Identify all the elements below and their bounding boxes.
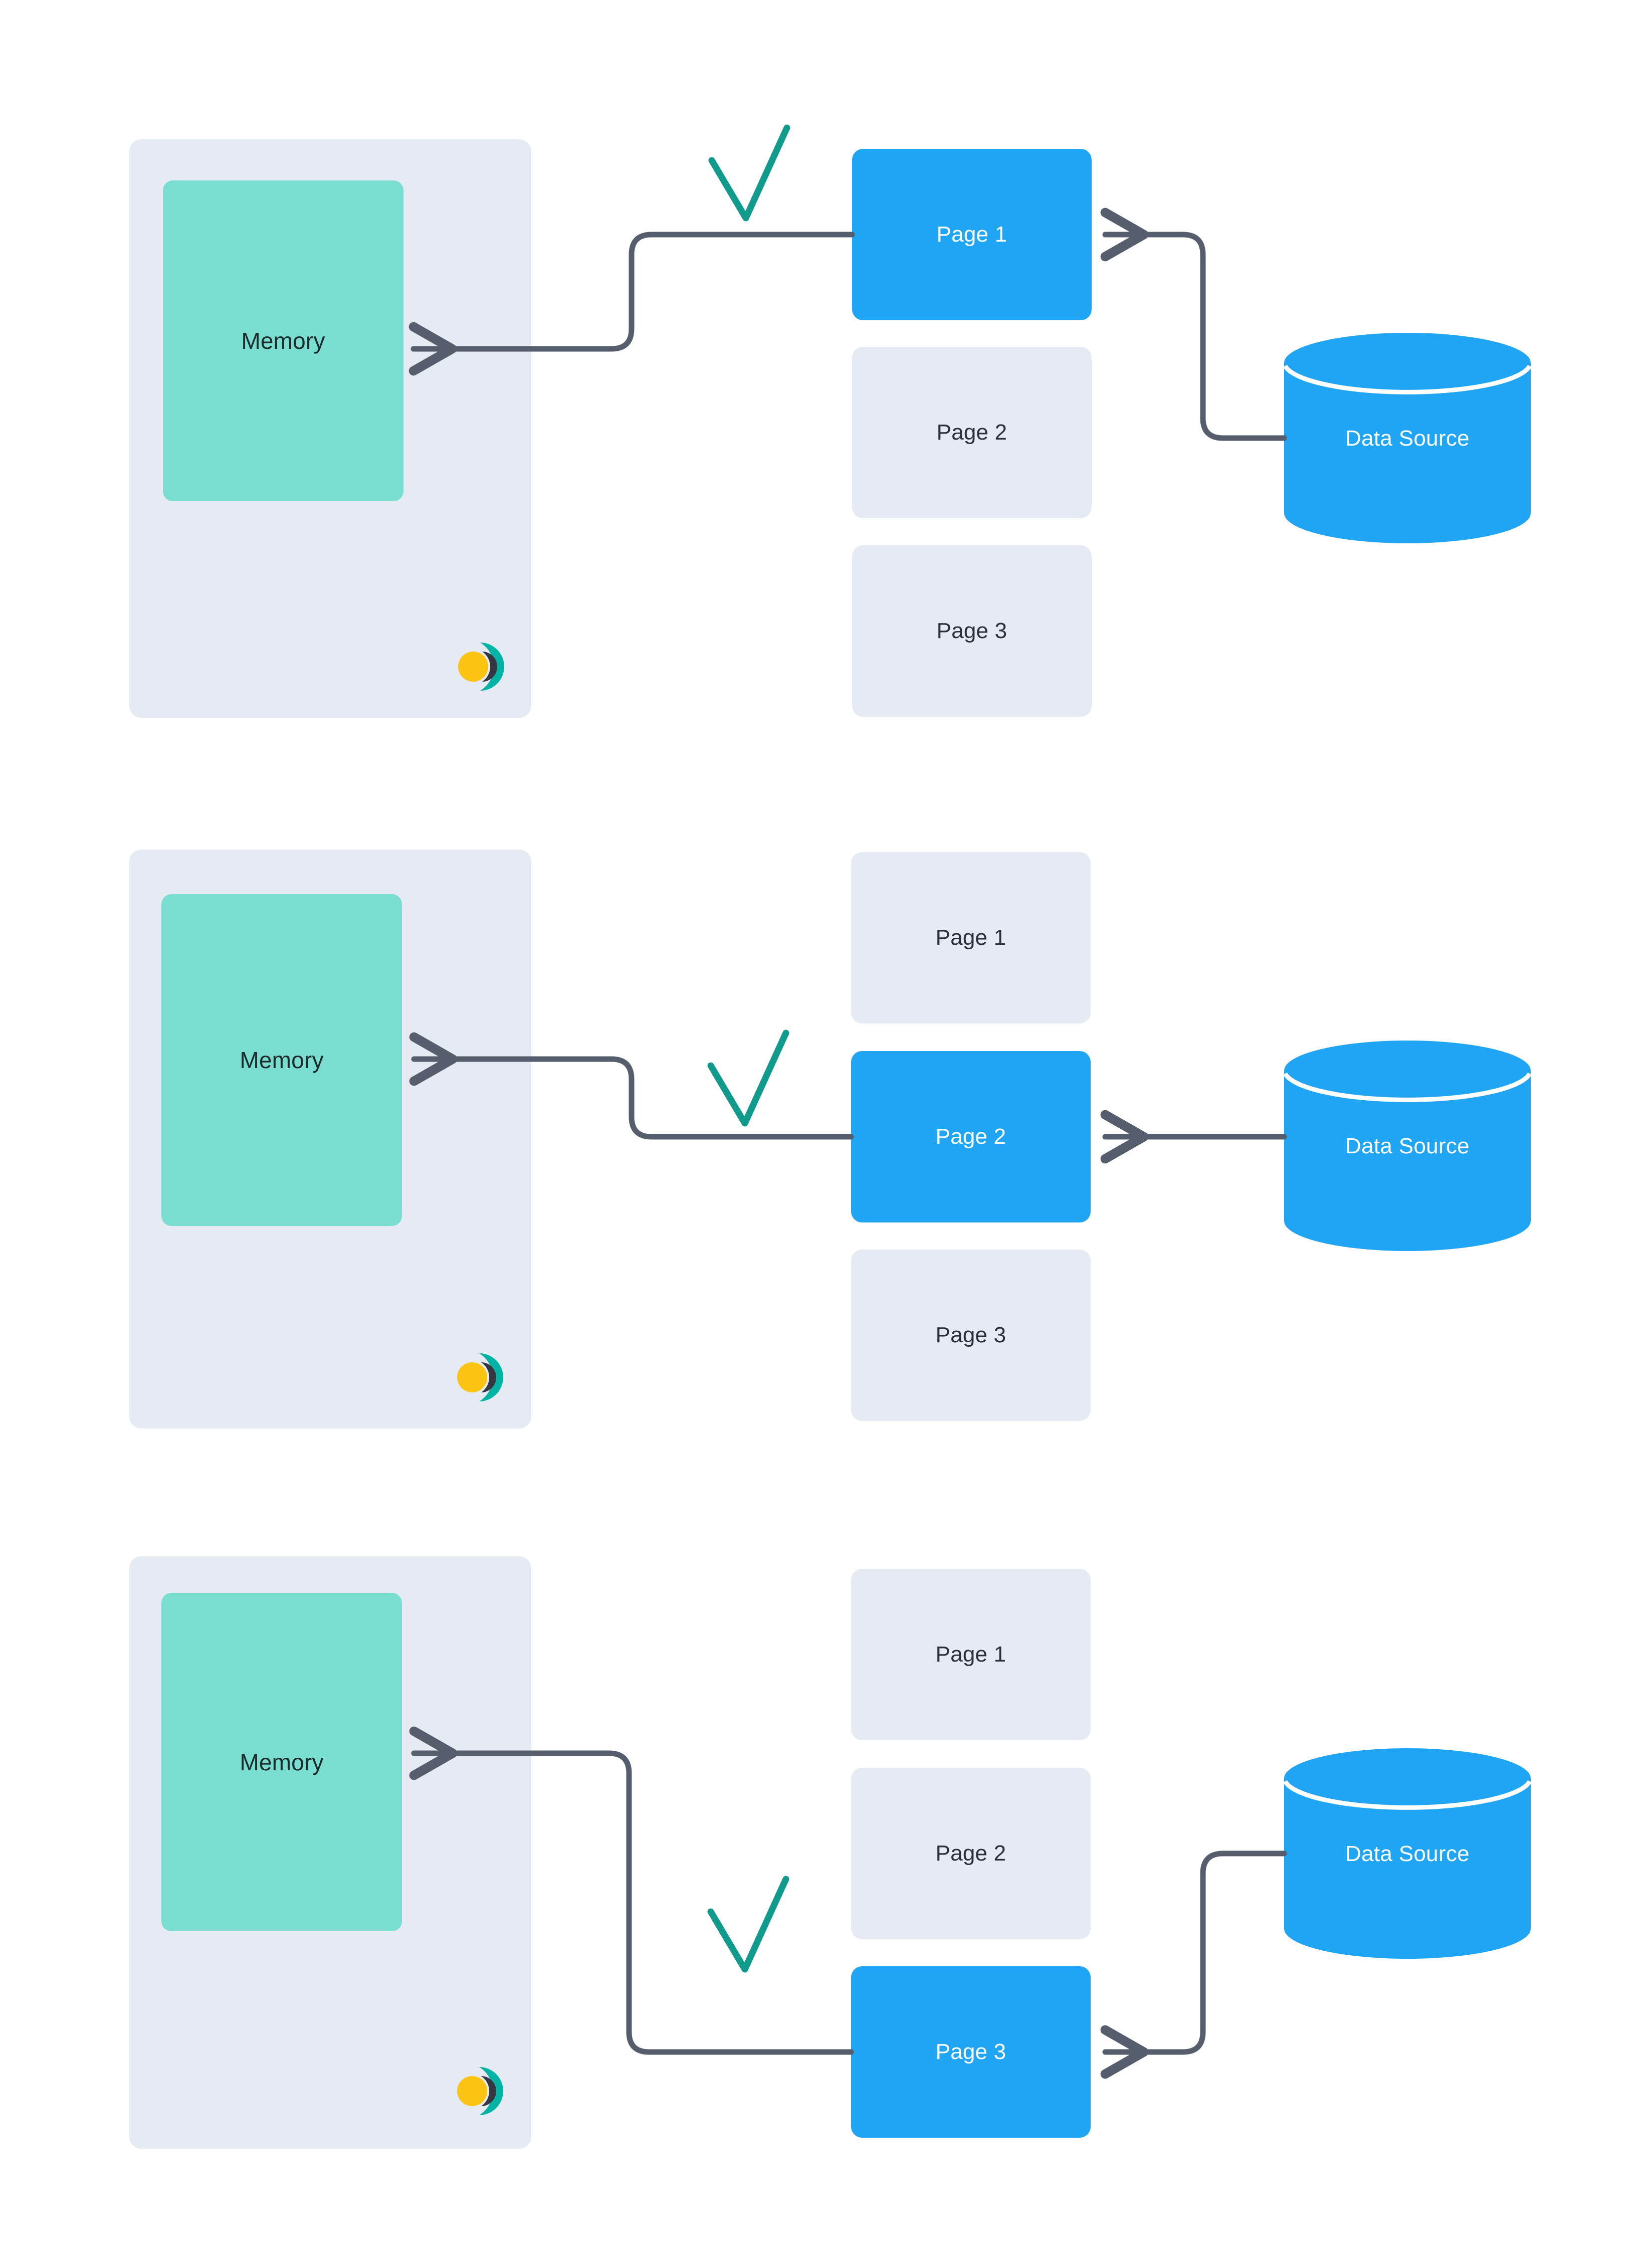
page-box-step-1-page-3[interactable]: Page 3 [852, 545, 1092, 717]
arrow-datasource-to-page1-step-1 [1100, 208, 1287, 441]
memory-box-step-3: Memory [161, 1593, 402, 1931]
brand-logo-icon [450, 1347, 520, 1407]
memory-label: Memory [240, 1047, 324, 1073]
page-label: Page 2 [935, 1841, 1006, 1866]
memory-box-step-2: Memory [161, 894, 402, 1226]
check-icon [707, 1030, 789, 1127]
arrow-datasource-to-page3-step-3 [1100, 1851, 1287, 2079]
brand-logo-icon [451, 637, 521, 697]
page-label: Page 1 [935, 1642, 1006, 1667]
page-label: Page 2 [936, 420, 1007, 445]
page-label: Page 3 [935, 2039, 1006, 2064]
data-source-label: Data Source [1345, 1841, 1470, 1866]
check-icon [708, 124, 790, 222]
page-label: Page 1 [935, 925, 1006, 950]
data-source-cylinder-step-3[interactable]: Data Source [1284, 1748, 1531, 1959]
memory-label: Memory [240, 1749, 324, 1775]
page-box-step-3-page-2[interactable]: Page 2 [851, 1768, 1091, 1939]
data-source-label: Data Source [1345, 1134, 1470, 1158]
page-box-step-2-page-2[interactable]: Page 2 [851, 1051, 1091, 1222]
page-label: Page 1 [936, 222, 1007, 247]
memory-box-step-1: Memory [163, 180, 403, 501]
data-source-cylinder-step-1[interactable]: Data Source [1284, 333, 1531, 543]
data-source-label: Data Source [1345, 426, 1470, 451]
page-label: Page 3 [936, 619, 1007, 643]
page-box-step-2-page-3[interactable]: Page 3 [851, 1250, 1091, 1421]
memory-label: Memory [241, 328, 325, 354]
page-box-step-1-page-1[interactable]: Page 1 [852, 149, 1092, 320]
brand-logo-icon [450, 2061, 520, 2121]
page-box-step-3-page-1[interactable]: Page 1 [851, 1569, 1091, 1740]
check-icon [707, 1876, 789, 1973]
page-box-step-2-page-1[interactable]: Page 1 [851, 852, 1091, 1023]
page-label: Page 2 [935, 1124, 1006, 1149]
page-box-step-3-page-3[interactable]: Page 3 [851, 1966, 1091, 2138]
page-box-step-1-page-2[interactable]: Page 2 [852, 347, 1092, 518]
data-source-cylinder-step-2[interactable]: Data Source [1284, 1041, 1531, 1251]
page-label: Page 3 [935, 1323, 1006, 1347]
